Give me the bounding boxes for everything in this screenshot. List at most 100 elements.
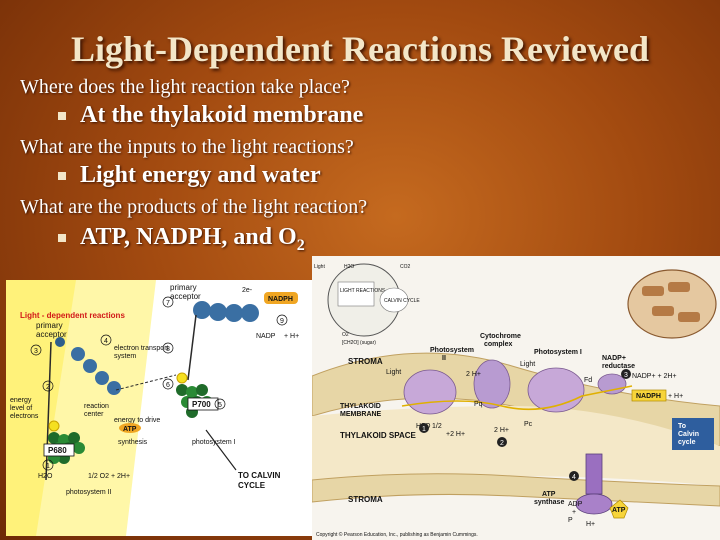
half-o2-label: 1/2 xyxy=(432,423,442,430)
energy-label-2: level of xyxy=(10,405,32,412)
inset-light: Light xyxy=(314,264,325,270)
bullet-icon xyxy=(58,112,66,121)
adp-label: ADP xyxy=(568,501,583,508)
nadp-reductase-label-2: reductase xyxy=(602,363,635,370)
nadph-box xyxy=(264,292,298,304)
atp-label: ATP xyxy=(612,507,626,514)
two-h-b: 2 H+ xyxy=(494,427,509,434)
step-6: 6 xyxy=(166,382,170,389)
cytochrome-complex xyxy=(473,359,511,409)
inset-h2o: H2O xyxy=(344,264,354,270)
light-label-1: Light xyxy=(386,369,401,376)
answer-3-text: ATP, NADPH, and O xyxy=(80,224,297,250)
nadph-label: NADPH xyxy=(268,296,293,303)
step-9: 9 xyxy=(280,318,284,325)
etc-spheres-left xyxy=(55,337,121,395)
z-scheme-svg: Light - dependent reactions primary acce… xyxy=(6,280,299,536)
atp-synthase-label-2: synthase xyxy=(534,499,564,506)
stroma-bottom-label: STROMA xyxy=(348,495,383,504)
thylakoid-membrane-lower xyxy=(312,473,720,507)
thylakoid-space-label: THYLAKOID SPACE xyxy=(340,431,417,440)
water-label: H2O xyxy=(38,473,53,480)
drive-label: energy to drive xyxy=(114,417,160,424)
inset-o2: O2 xyxy=(342,332,349,338)
ps2-complex xyxy=(403,369,457,415)
reaction-center-ps1 xyxy=(176,372,188,384)
light-label-2: Light xyxy=(520,361,535,368)
answer-3: ATP, NADPH, and O2 xyxy=(58,224,305,255)
atp-star-icon xyxy=(609,499,629,519)
cytochrome-label-2: complex xyxy=(484,341,513,348)
heading-label: Light - dependent reactions xyxy=(20,311,125,320)
primary-acceptor-left-label-2: acceptor xyxy=(36,330,67,339)
energy-label-3: electrons xyxy=(10,413,39,420)
answer-1: At the thylakoid membrane xyxy=(58,102,363,129)
inset-cycle-diagram: LIGHT REACTIONS CALVIN CYCLE [CH2O] (sug… xyxy=(314,263,420,346)
reaction-label: reaction xyxy=(84,403,109,410)
atp-synthase xyxy=(575,453,613,515)
atp-ellipse xyxy=(119,423,141,433)
question-3: What are the products of the light react… xyxy=(20,196,368,218)
answer-2-text: Light energy and water xyxy=(80,162,321,188)
to-calvin-box xyxy=(672,418,714,450)
circle-3: 3 xyxy=(624,372,628,379)
energy-label: energy xyxy=(10,397,32,404)
calvin-label-2: CYCLE xyxy=(238,481,266,490)
nadph-label: NADPH xyxy=(636,393,661,400)
inset-ch2o: [CH2O] (sugar) xyxy=(342,340,376,346)
step-circles: 1 2 3 4 xyxy=(419,369,631,481)
h-bottom-label: H+ xyxy=(586,521,595,528)
primary-acceptor-top-label-2: acceptor xyxy=(170,292,201,301)
oxygen-label: 1/2 O2 + 2H+ xyxy=(88,473,130,480)
etc-label: electron transport xyxy=(114,345,169,352)
step-3: 3 xyxy=(34,348,38,355)
fd-label: Fd xyxy=(584,377,592,384)
z-scheme-diagram: Light - dependent reactions primary acce… xyxy=(6,280,312,536)
ps1-label: photosystem I xyxy=(192,439,236,446)
nadp-label: NADP xyxy=(256,333,276,340)
calvin-label: TO CALVIN xyxy=(238,471,281,480)
reaction-center-ps2 xyxy=(48,420,60,432)
plus-label: + xyxy=(572,509,576,516)
step-4: 4 xyxy=(104,338,108,345)
answer-2: Light energy and water xyxy=(58,162,321,189)
to-calvin-label-2: Calvin xyxy=(678,431,699,438)
arrow-up-ps2 xyxy=(45,341,52,481)
arrow-etc xyxy=(115,374,177,391)
nadp-plus-label: NADP+ + 2H+ xyxy=(632,373,677,380)
bullet-icon xyxy=(58,234,66,243)
step-1: 1 xyxy=(46,463,50,470)
circle-4: 4 xyxy=(572,474,576,481)
circle-1: 1 xyxy=(422,426,426,433)
etc-spheres-top xyxy=(193,301,259,322)
step-2: 2 xyxy=(46,384,50,391)
primary-acceptor-left-label: primary xyxy=(36,321,63,330)
inset-light-reactions: LIGHT REACTIONS xyxy=(340,288,386,294)
thylakoid-space-area xyxy=(312,406,720,486)
chloroplast-image xyxy=(627,269,717,339)
h-plus-label: + H+ xyxy=(668,393,683,400)
pi-label: P xyxy=(568,517,573,524)
thylakoid-membrane-diagram: LIGHT REACTIONS CALVIN CYCLE [CH2O] (sug… xyxy=(312,256,720,540)
p700-box xyxy=(187,397,219,411)
step-5: 5 xyxy=(218,402,222,409)
atp-synthase-label: ATP xyxy=(542,491,556,498)
electron-path xyxy=(401,385,633,411)
nadp-reductase xyxy=(597,373,627,395)
reaction-label-2: center xyxy=(84,411,104,418)
p680-box xyxy=(43,443,75,457)
thylakoid-svg: LIGHT REACTIONS CALVIN CYCLE [CH2O] (sug… xyxy=(312,256,720,540)
p700-label: P700 xyxy=(192,400,211,409)
step-7: 7 xyxy=(166,300,170,307)
bullet-icon xyxy=(58,172,66,181)
question-2: What are the inputs to the light reactio… xyxy=(20,136,354,158)
step-numbers: 1 2 3 4 5 6 7 8 9 xyxy=(30,296,288,471)
nadph-box xyxy=(631,389,667,402)
ps2-label: photosystem II xyxy=(66,489,112,496)
p680-label: P680 xyxy=(48,446,67,455)
pq-label: Pq xyxy=(474,401,483,408)
to-calvin-label-3: cycle xyxy=(678,439,696,446)
thylakoid-membrane-label-2: MEMBRANE xyxy=(340,411,382,418)
slide-title: Light-Dependent Reactions Reviewed xyxy=(71,29,649,69)
inset-calvin: CALVIN CYCLE xyxy=(384,298,420,304)
